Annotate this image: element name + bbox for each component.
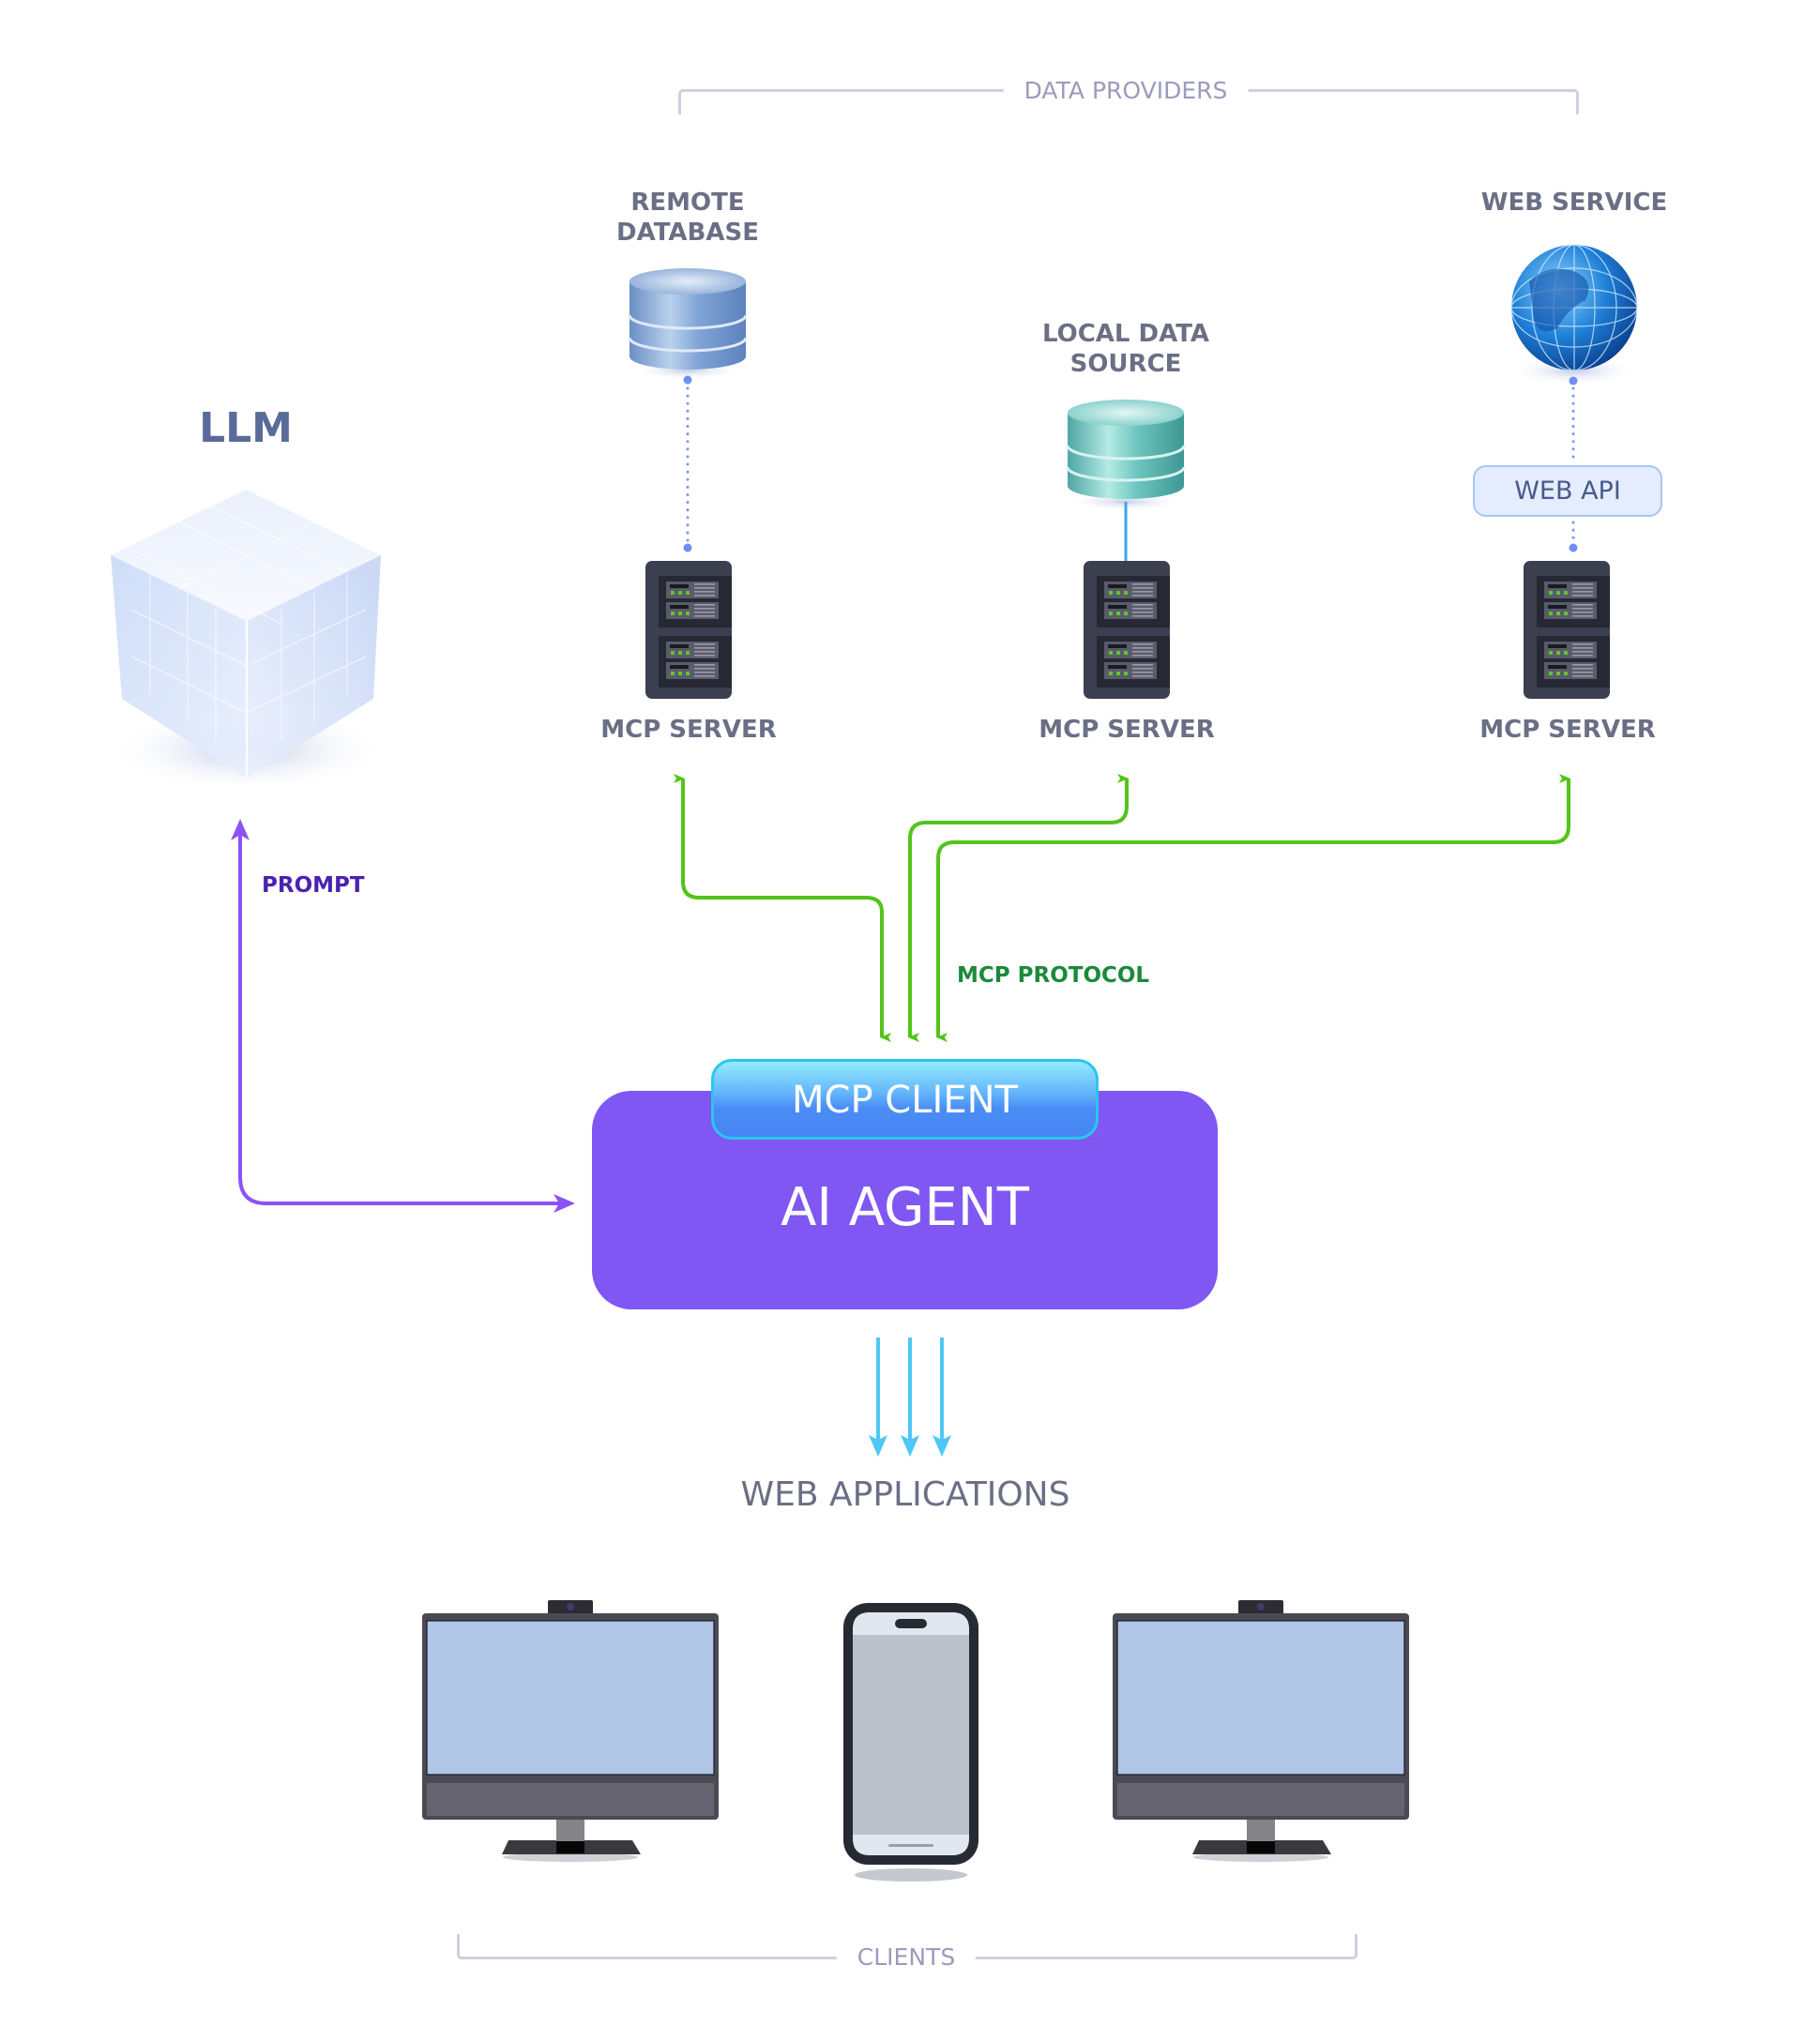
llm-cube-icon: [106, 490, 387, 793]
smartphone-icon: [843, 1603, 978, 1882]
remote-db-link: [683, 375, 692, 552]
web-api-box: WEB API: [1473, 465, 1662, 517]
prompt-arrow: [231, 819, 575, 1213]
local-data-source-label: LOCAL DATA SOURCE: [1013, 319, 1238, 379]
mcp-protocol-label: MCP PROTOCOL: [957, 963, 1150, 988]
mcp-server-label-2: MCP SERVER: [1039, 716, 1215, 744]
local-data-source-label-line-1: LOCAL DATA: [1041, 320, 1210, 348]
mcp-arrow-remote: [674, 774, 891, 1042]
web-service-label: WEB SERVICE: [1443, 188, 1706, 218]
mcp-server-3-server-rack-icon: [1524, 561, 1610, 699]
remote-database-icon: [628, 268, 748, 380]
llm-title: LLM: [199, 404, 293, 452]
mcp-arrow-web: [936, 774, 1570, 1042]
data-providers-label: DATA PROVIDERS: [1003, 77, 1249, 105]
ai-agent-title: AI AGENT: [781, 1177, 1029, 1238]
prompt-label: PROMPT: [262, 873, 365, 898]
globe-icon: [1509, 244, 1640, 386]
local-data-source-label-line-2: SOURCE: [1069, 350, 1182, 378]
local-data-source-icon: [1066, 400, 1186, 511]
web-service-link: [1569, 376, 1578, 552]
mcp-server-label-1: MCP SERVER: [600, 716, 777, 744]
web-applications-label: WEB APPLICATIONS: [740, 1475, 1070, 1514]
remote-database-label: REMOTE DATABASE: [575, 188, 800, 248]
remote-database-label-line-2: DATABASE: [616, 219, 759, 247]
mcp-protocol-arrows: [674, 774, 1570, 1042]
web-service-label-line-1: WEB SERVICE: [1480, 189, 1668, 217]
remote-database-label-line-1: REMOTE: [630, 189, 745, 217]
clients-label: CLIENTS: [836, 1943, 977, 1972]
mcp-client-box: MCP CLIENT: [711, 1059, 1099, 1140]
mcp-arrow-local: [908, 774, 1129, 1042]
web-applications-arrows: [869, 1338, 951, 1457]
monitor-icon-3: [1113, 1600, 1409, 1862]
mcp-server-label-3: MCP SERVER: [1479, 716, 1656, 744]
mcp-server-1-server-rack-icon: [645, 561, 732, 699]
mcp-client-title: MCP CLIENT: [792, 1079, 1018, 1122]
monitor-icon-1: [422, 1600, 719, 1862]
mcp-server-2-server-rack-icon: [1084, 561, 1170, 699]
